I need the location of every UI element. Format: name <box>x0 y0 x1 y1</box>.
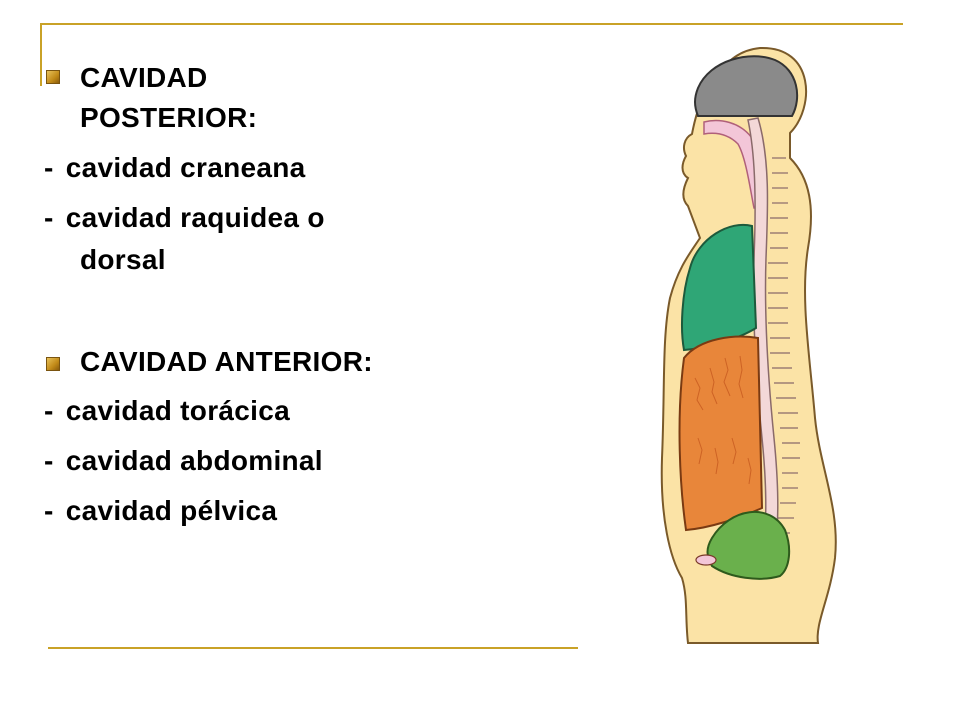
abdominal-cavity <box>678 335 764 532</box>
list-item-text: cavidad pélvica <box>65 495 278 526</box>
list-dash: - <box>44 395 54 426</box>
list-dash: - <box>44 445 54 476</box>
pelvic-detail <box>695 554 717 566</box>
bullet-icon <box>46 70 60 84</box>
list-item-continuation: dorsal <box>80 244 166 275</box>
slide-frame-bottom <box>48 647 578 649</box>
slide-frame-top <box>40 23 903 25</box>
anatomy-body-cavities-illustration <box>640 38 920 650</box>
list-item-text: cavidad torácica <box>65 395 290 426</box>
section-heading: CAVIDAD <box>80 62 208 93</box>
list-item: - cavidad craneana <box>44 148 306 188</box>
list-item: - cavidad pélvica <box>44 491 277 531</box>
slide-frame-left <box>40 23 42 86</box>
list-item: - cavidad torácica <box>44 391 290 431</box>
list-dash: - <box>44 202 54 233</box>
abdominal-texture <box>694 355 752 485</box>
bullet-icon <box>46 357 60 371</box>
list-item-text: cavidad raquidea o <box>65 202 325 233</box>
list-item: - cavidad raquidea o <box>44 198 325 238</box>
list-dash: - <box>44 152 54 183</box>
vertebrae <box>768 157 800 549</box>
list-item-text: cavidad craneana <box>65 152 306 183</box>
thoracic-cavity <box>681 223 758 352</box>
list-item-text: cavidad abdominal <box>65 445 323 476</box>
section-heading: POSTERIOR: <box>80 102 258 133</box>
slide-text: CAVIDAD POSTERIOR: - cavidad craneana - … <box>44 62 373 531</box>
airway <box>703 119 763 209</box>
list-item: - cavidad abdominal <box>44 441 323 481</box>
section-heading: CAVIDAD ANTERIOR: <box>80 346 373 377</box>
cranial-cavity <box>694 55 799 117</box>
list-dash: - <box>44 495 54 526</box>
